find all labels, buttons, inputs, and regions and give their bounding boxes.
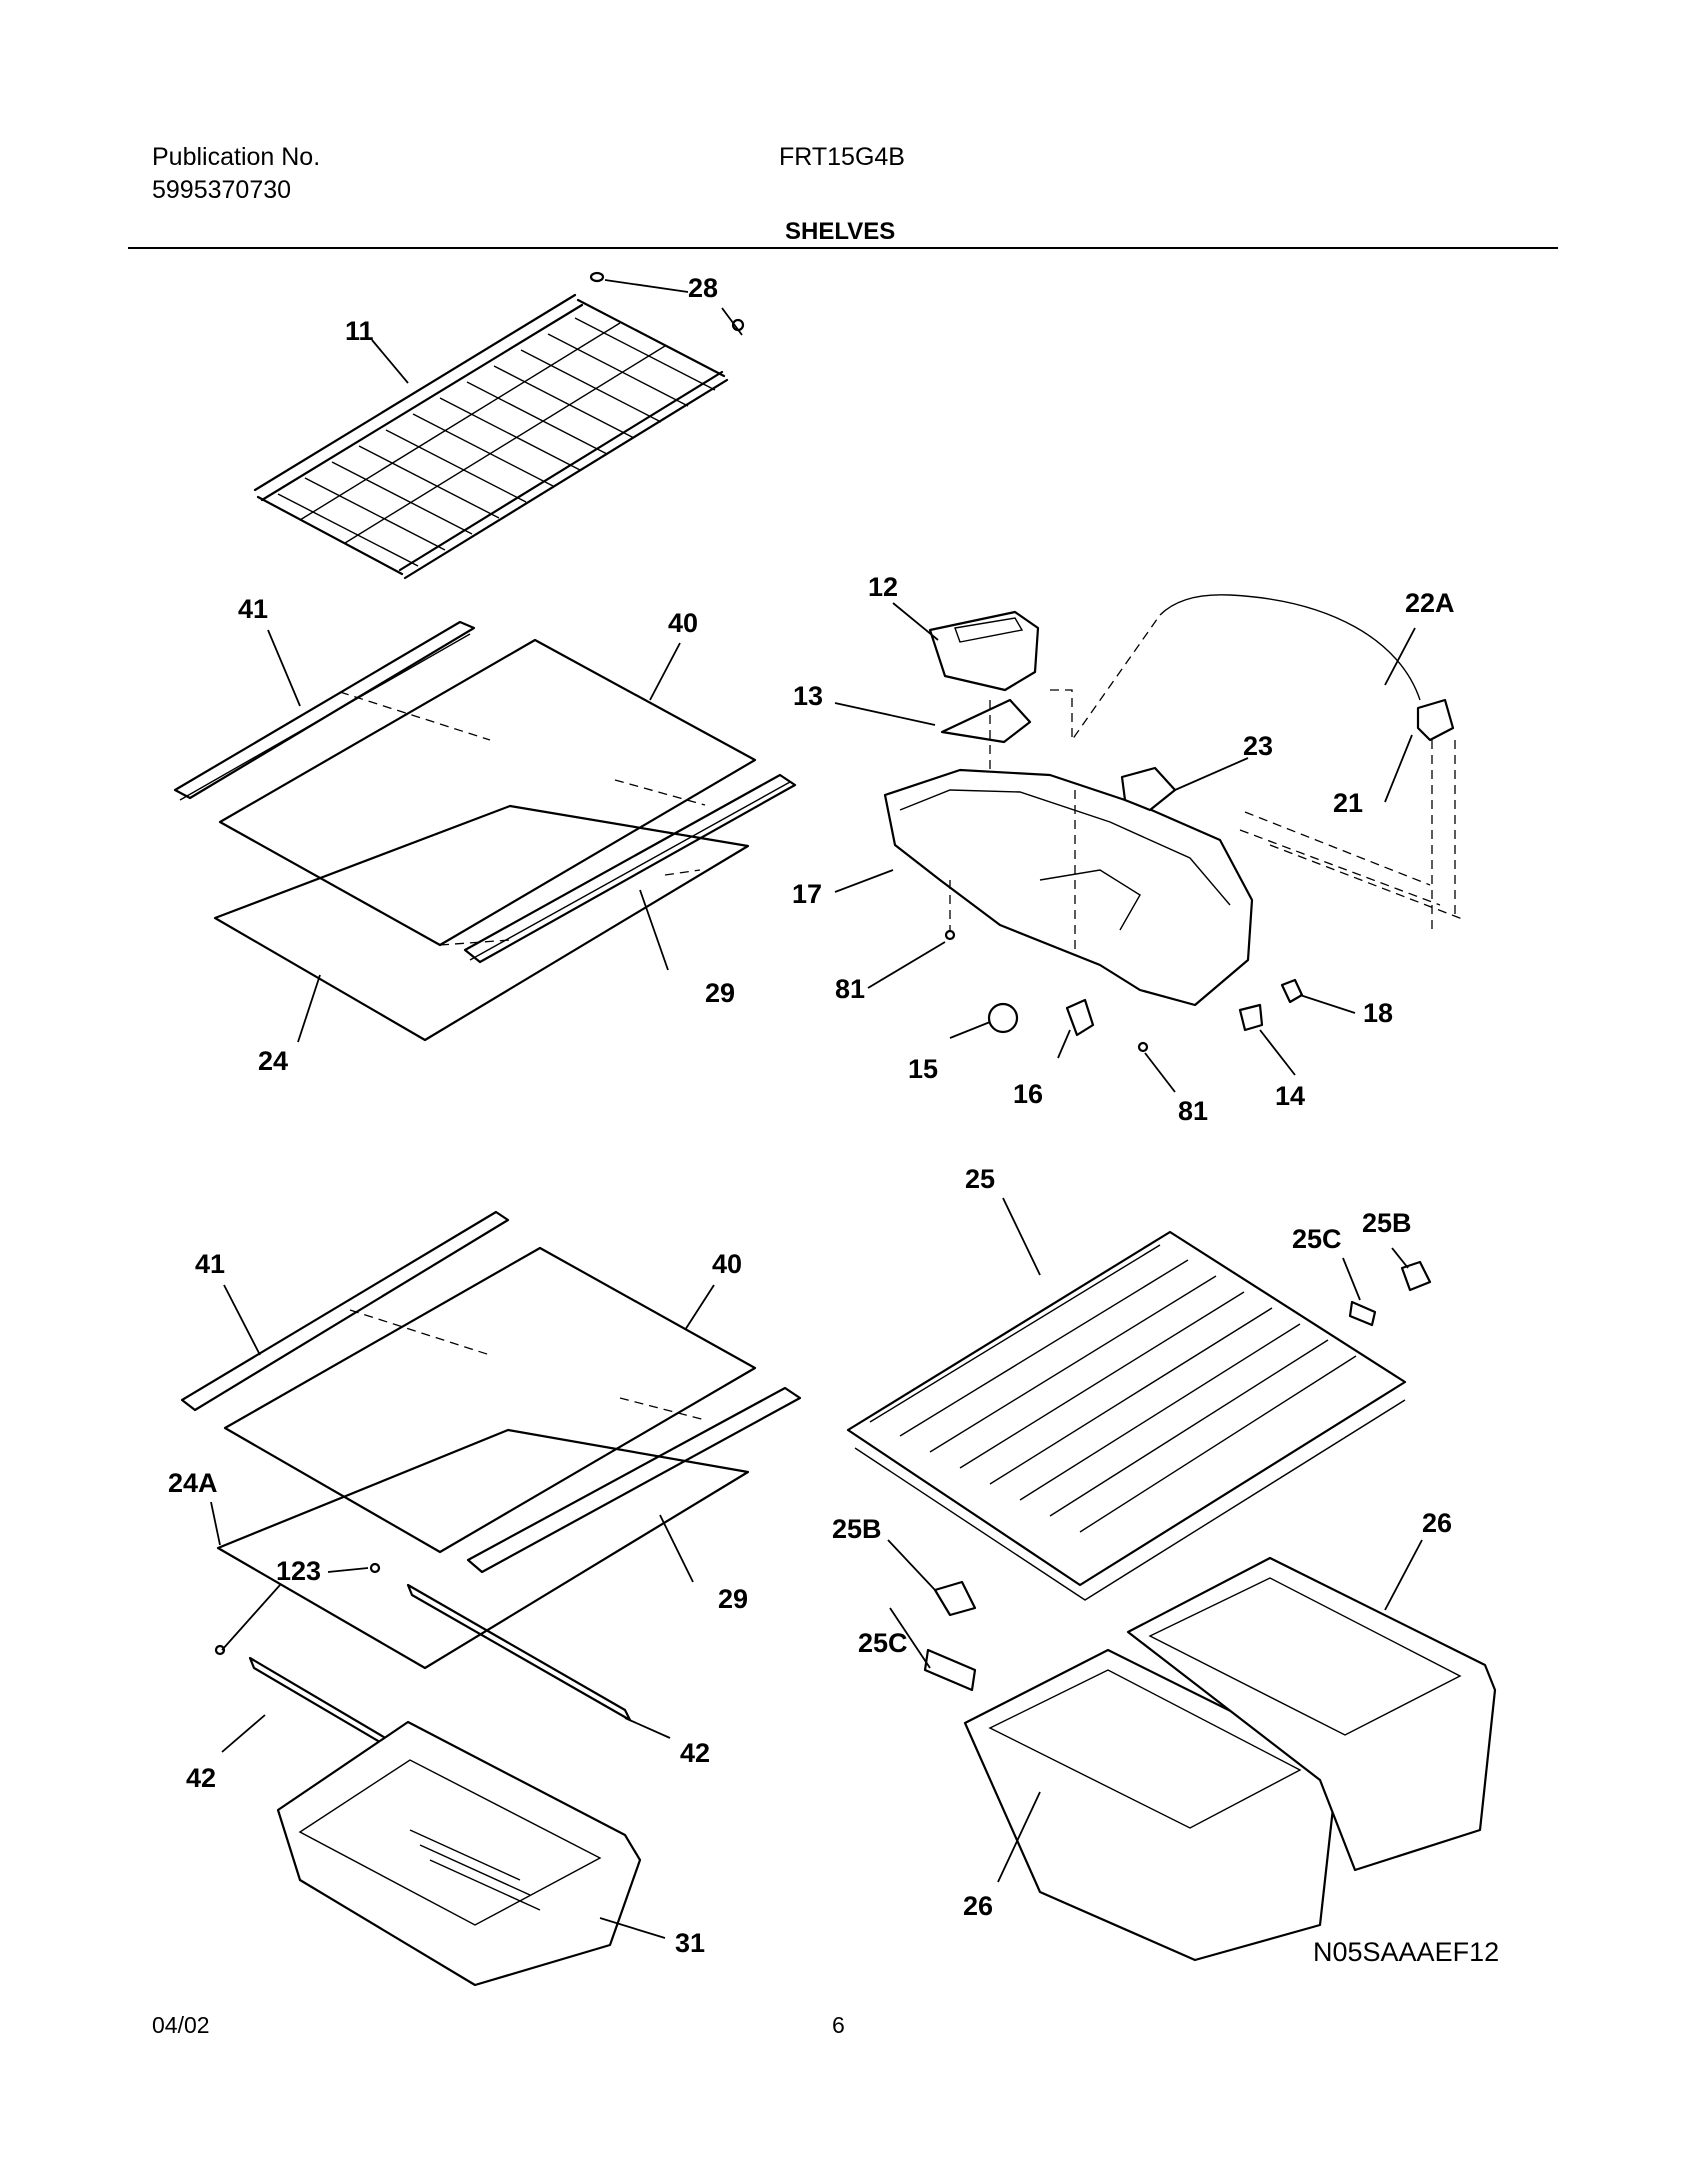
- callout-25B-top: 25B: [1362, 1208, 1412, 1238]
- shelf-trim-rear: [180, 1210, 510, 1412]
- leader-lines: [210, 279, 1423, 1939]
- header-rule: [128, 247, 1558, 249]
- thermostat: [1120, 766, 1177, 812]
- crisper-drawer-left: [963, 1648, 1337, 1962]
- page-number: 6: [832, 2012, 845, 2038]
- glass-panel: [223, 1246, 757, 1554]
- shelf-trim-front: [466, 1386, 802, 1574]
- crisper-drawer: [276, 1720, 642, 1987]
- crisper-cover: [846, 1230, 1407, 1587]
- callout-18: 18: [1363, 998, 1393, 1028]
- callout-15: 15: [908, 1054, 938, 1084]
- callout-23: 23: [1243, 731, 1273, 761]
- callout-17: 17: [792, 879, 822, 909]
- callout-11: 11: [345, 316, 374, 346]
- callout-26-right: 26: [1422, 1508, 1452, 1538]
- callout-41-bottom: 41: [195, 1249, 225, 1279]
- callout-41-top: 41: [238, 594, 268, 624]
- housing-body: [883, 768, 1254, 1007]
- callout-25C-top: 25C: [1292, 1224, 1342, 1254]
- callout-81-left: 81: [835, 974, 865, 1004]
- shelf-cap: [589, 271, 605, 283]
- glass-shelf-assembly-bottom: [180, 1210, 802, 1987]
- callouts: 11 28 41 40 29 24 12 22A 13 23 21 17 81 …: [168, 273, 1455, 1958]
- switch: [1416, 698, 1455, 742]
- callout-25: 25: [965, 1164, 995, 1194]
- diagram-code: N05SAAAEF12: [1313, 1937, 1500, 1967]
- plug: [1280, 978, 1304, 1004]
- control-housing-assembly: [883, 594, 1466, 1053]
- callout-16: 16: [1013, 1079, 1043, 1109]
- callout-42-right: 42: [680, 1738, 710, 1768]
- callout-14: 14: [1275, 1081, 1305, 1111]
- callout-40-top: 40: [668, 608, 698, 638]
- screw: [214, 1644, 226, 1656]
- screw: [369, 1562, 381, 1574]
- callout-26-left: 26: [963, 1891, 993, 1921]
- callout-25C-middle: 25C: [858, 1628, 908, 1658]
- shelf-frame: [216, 1428, 750, 1670]
- callout-24A: 24A: [168, 1468, 218, 1498]
- callout-29-top: 29: [705, 978, 735, 1008]
- publication-number: 5995370730: [152, 176, 292, 204]
- callout-28: 28: [688, 273, 718, 303]
- screw: [1137, 1041, 1149, 1053]
- light-bulb: [987, 1002, 1019, 1034]
- cover-clip: [933, 1580, 977, 1617]
- callout-31: 31: [675, 1928, 705, 1958]
- callout-12: 12: [868, 572, 898, 602]
- callout-13: 13: [793, 681, 823, 711]
- publication-label: Publication No.: [152, 143, 321, 171]
- callout-42-left: 42: [186, 1763, 216, 1793]
- switch-small: [1238, 1003, 1264, 1032]
- callout-25B-middle: 25B: [832, 1514, 882, 1544]
- callout-81-right: 81: [1178, 1096, 1208, 1126]
- footer-date: 04/02: [152, 2012, 210, 2038]
- crisper-rail: [406, 1583, 632, 1722]
- crisper-cover-assembly: [846, 1230, 1497, 1962]
- callout-24: 24: [258, 1046, 288, 1076]
- cover-bracket: [1348, 1300, 1377, 1327]
- callout-22A: 22A: [1405, 588, 1455, 618]
- cover-clip: [1400, 1260, 1432, 1292]
- shelf-trim-rear: [173, 620, 476, 800]
- shelf-frame: [213, 804, 750, 1042]
- model-number: FRT15G4B: [779, 143, 905, 171]
- section-title: SHELVES: [785, 218, 896, 245]
- callout-21: 21: [1333, 788, 1363, 818]
- wire-shelf: [253, 271, 745, 580]
- light-socket: [1065, 998, 1095, 1037]
- callout-40-bottom: 40: [712, 1249, 742, 1279]
- cover-bracket: [923, 1648, 977, 1692]
- diffuser: [940, 698, 1032, 744]
- glass-panel: [218, 638, 757, 947]
- screw: [944, 929, 956, 941]
- callout-29-bottom: 29: [718, 1584, 748, 1614]
- crisper-drawer-right: [1126, 1556, 1497, 1872]
- callout-123: 123: [276, 1556, 321, 1586]
- glass-shelf-assembly-top: [173, 620, 797, 1042]
